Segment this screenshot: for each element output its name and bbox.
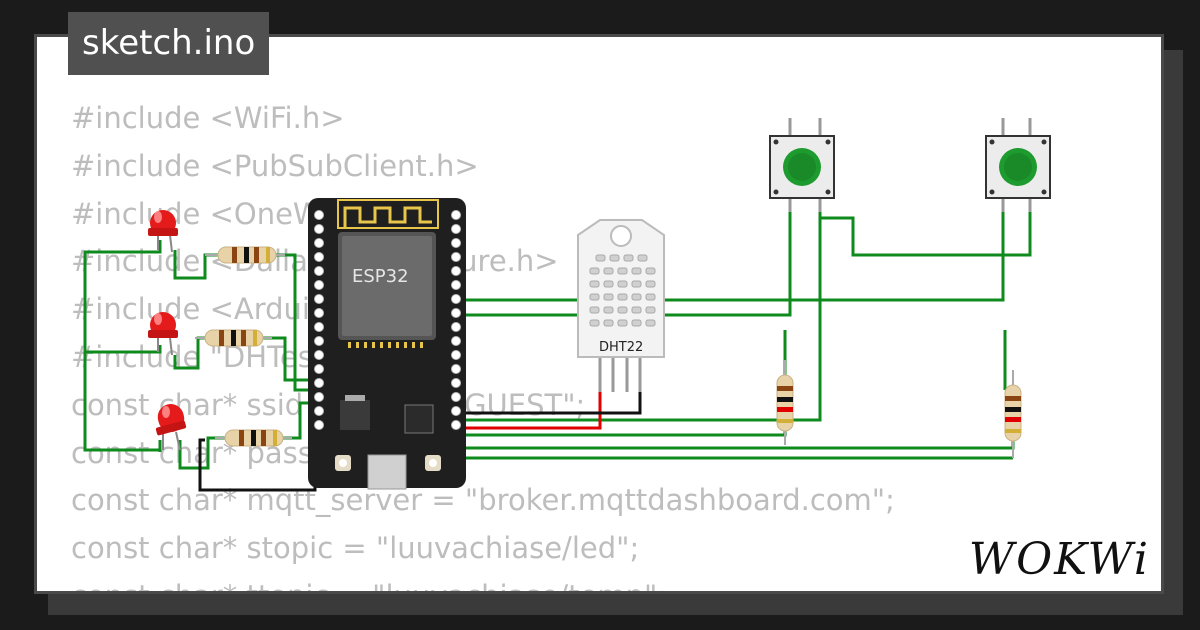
code-line-1: #include <WiFi.h> <box>71 101 345 135</box>
red-wire <box>455 390 602 430</box>
code-line-10: const char* stopic = "luuvachiase/led"; <box>71 531 640 566</box>
led-3 <box>155 404 187 451</box>
code-line-2: #include <PubSubClient.h> <box>71 148 479 183</box>
led-1 <box>148 210 178 253</box>
pushbutton-1 <box>769 118 835 212</box>
sensor-label: DHT22 <box>599 340 643 355</box>
code-line-9: const char* mqtt_server = "broker.mqttda… <box>71 483 895 518</box>
resistor-3 <box>215 429 292 447</box>
board-label: ESP32 <box>352 266 409 287</box>
resistor-1 <box>205 246 285 264</box>
resistor-4 <box>776 360 794 445</box>
led-2 <box>148 312 178 356</box>
file-tab-title: sketch.ino <box>68 12 270 75</box>
green-wires <box>83 205 1032 470</box>
wokwi-logo: WOKWi <box>968 534 1150 585</box>
esp32-board: ESP32 <box>308 198 466 490</box>
resistor-5 <box>1004 370 1022 458</box>
dht22-sensor: DHT22 <box>577 219 665 392</box>
pushbutton-2 <box>985 118 1051 212</box>
code-line-11: const char* ttopic = "luuvachiase/temp"; <box>71 573 895 591</box>
black-wire <box>455 390 642 415</box>
resistor-2 <box>195 329 272 347</box>
